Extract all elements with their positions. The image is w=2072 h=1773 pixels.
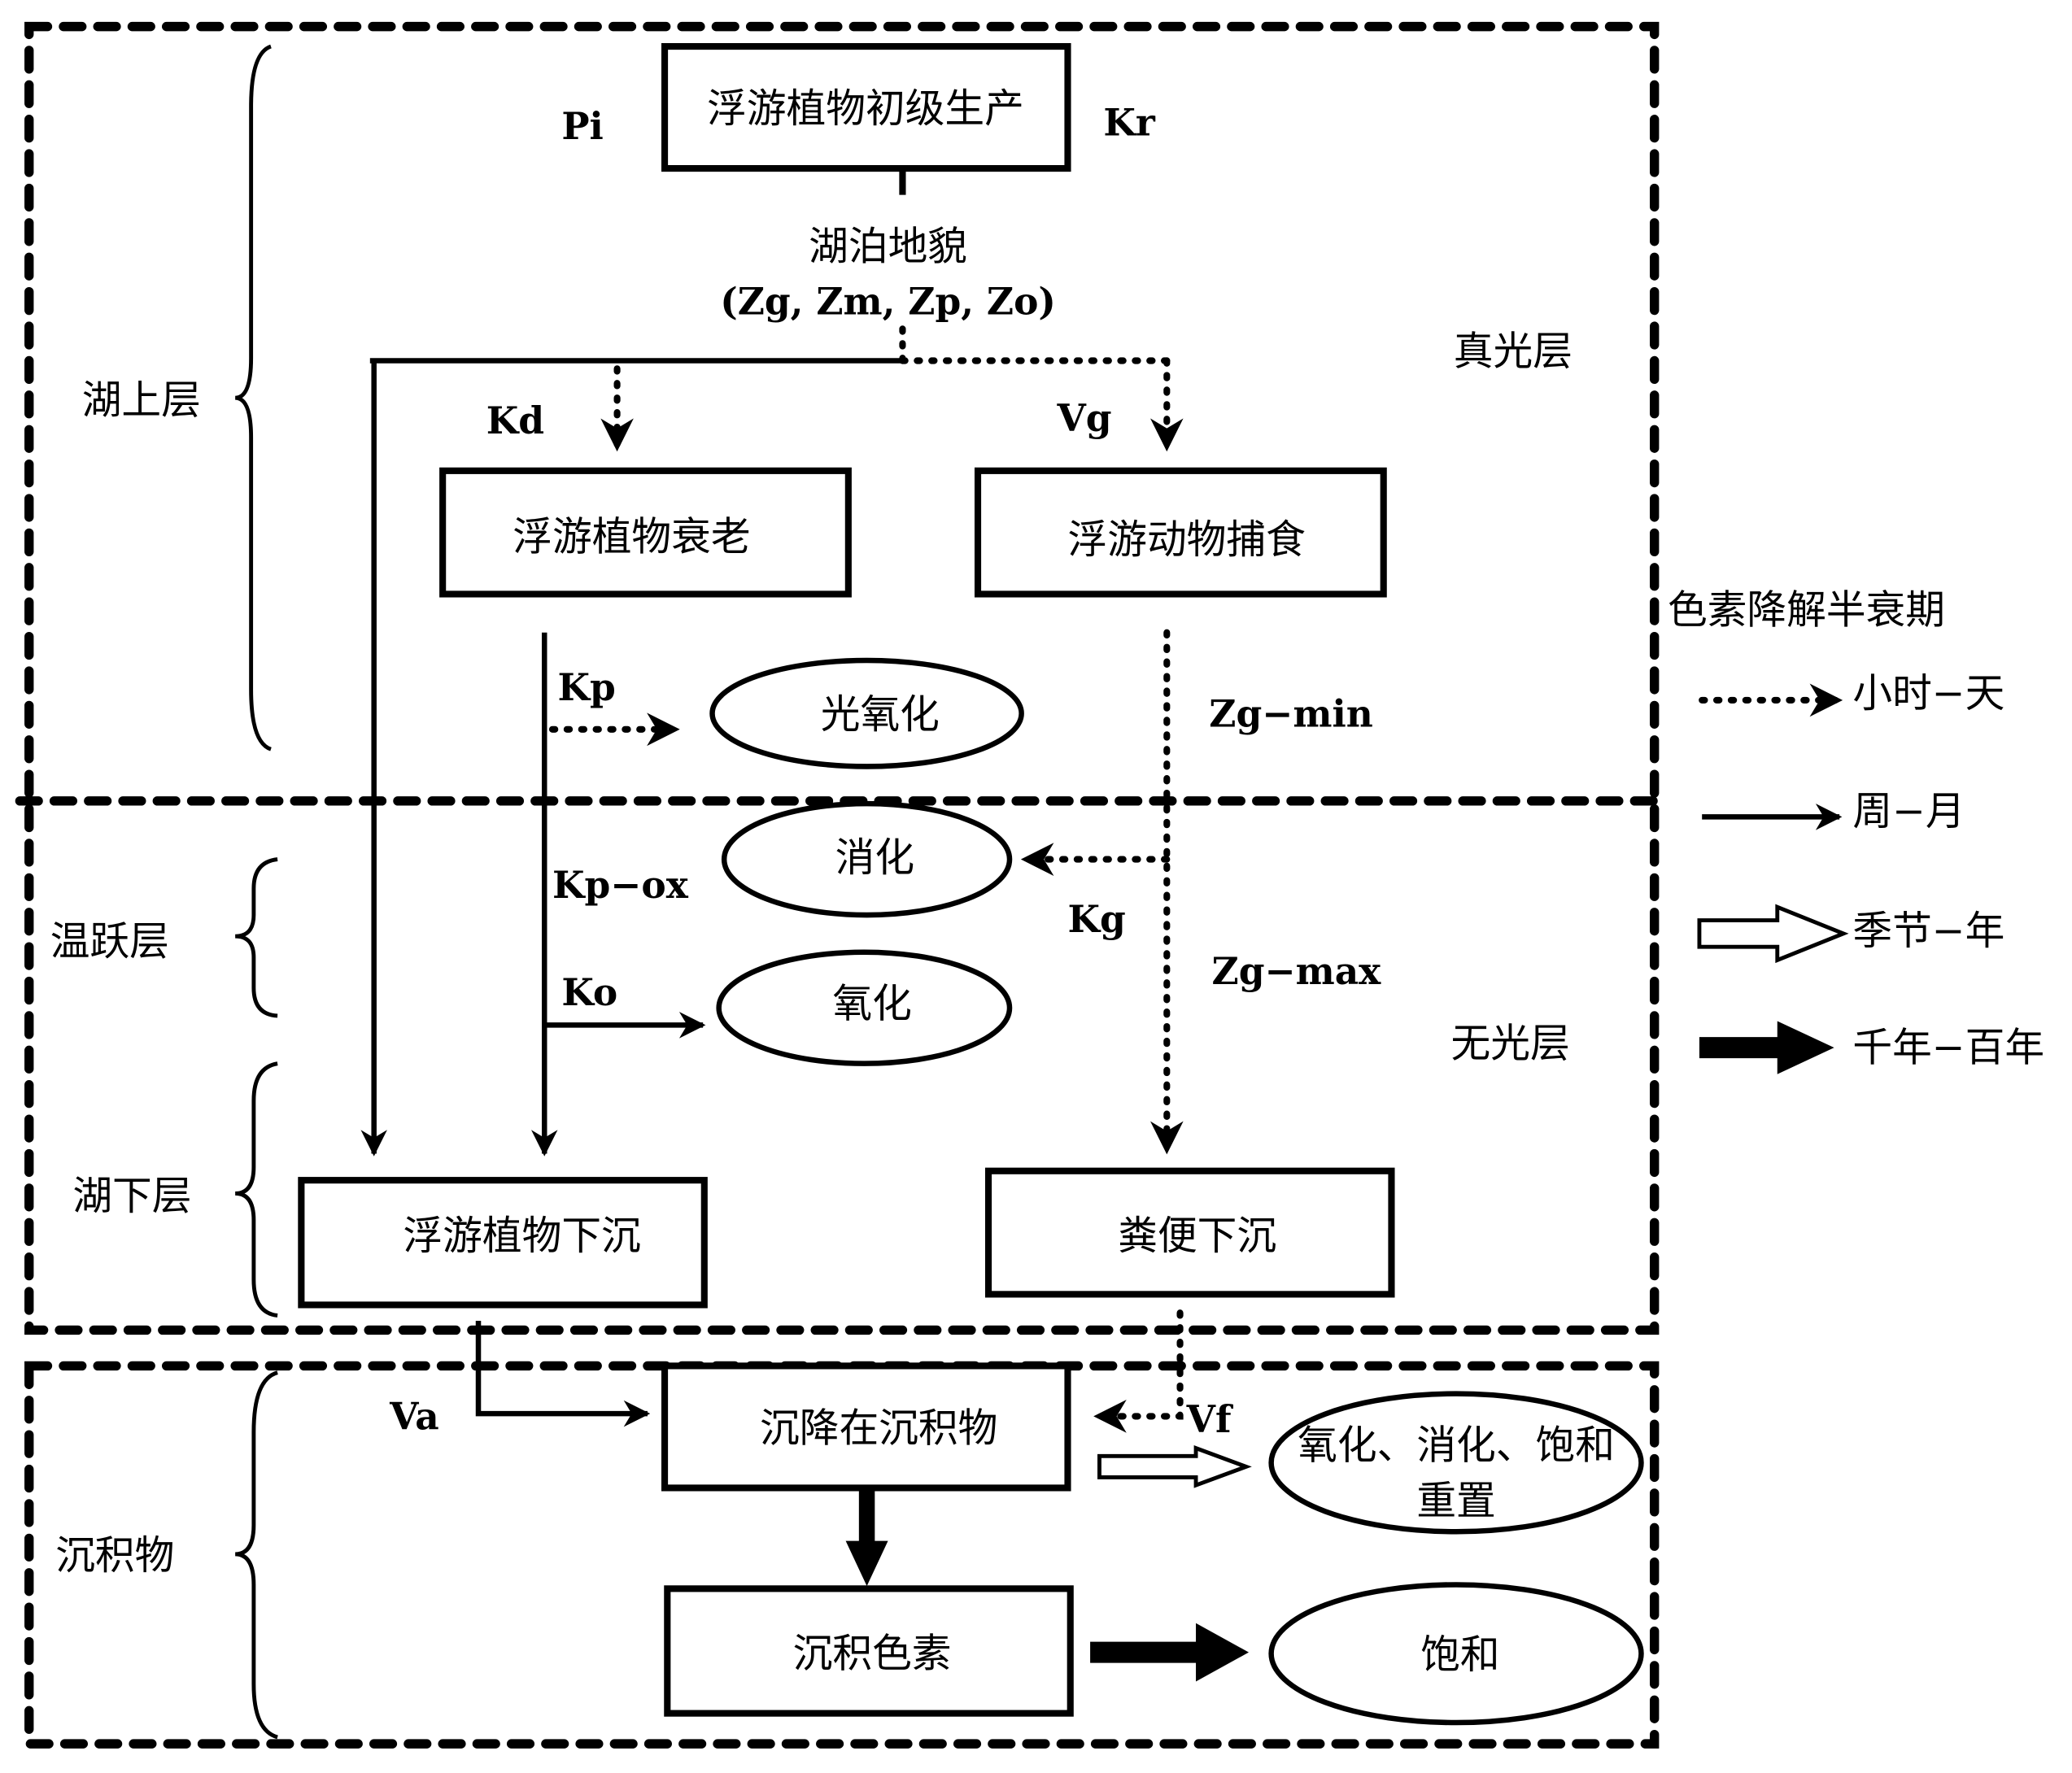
zone-thermocline: 温跃层 <box>50 918 169 965</box>
box-deposited <box>661 1362 1071 1492</box>
legend: 色素降解半衰期 小时−天 周−月 季节−年 千年−百年 <box>1668 586 2044 1074</box>
legend-title: 色素降解半衰期 <box>1668 586 1945 633</box>
box-zooplankton-grazing <box>974 467 1387 598</box>
legend-item-label: 千年−百年 <box>1852 1024 2044 1070</box>
arrow-va <box>475 1320 651 1427</box>
zone-hypolimnion: 湖下层 <box>72 1173 191 1219</box>
legend-item-label: 小时−天 <box>1852 670 2004 717</box>
box-zooplankton-grazing-label: 浮游动物捕食 <box>1068 516 1306 563</box>
legend-item-label: 周−月 <box>1852 788 1965 834</box>
label-kd: Kd <box>486 399 544 442</box>
ellipse-saturation-label: 饱和 <box>1420 1631 1499 1678</box>
arrow-vf <box>1093 1309 1184 1433</box>
ellipse-saturation <box>1268 1582 1644 1726</box>
bold-down-arrow-icon <box>845 1488 888 1587</box>
ellipse-sediment-processes-line2: 重置 <box>1416 1478 1495 1524</box>
box-senescence-label: 浮游植物衰老 <box>513 514 750 560</box>
box-primary-production-label: 浮游植物初级生产 <box>707 85 1024 132</box>
legend-hollow-arrow-icon <box>1697 904 1849 964</box>
bold-right-arrow-icon <box>1090 1623 1250 1682</box>
thermocline-brace <box>234 857 278 1018</box>
box-fecal-sinking <box>984 1167 1395 1298</box>
hollow-arrow-icon <box>1097 1445 1252 1488</box>
ellipse-digestion-label: 消化 <box>835 834 914 881</box>
box-phyto-sinking <box>298 1177 708 1309</box>
zone-euphotic: 真光层 <box>1454 328 1573 374</box>
zone-aphotic: 无光层 <box>1451 1020 1570 1066</box>
ellipse-oxidation-label: 氧化 <box>832 981 911 1027</box>
ellipse-sediment-processes <box>1268 1391 1644 1535</box>
box-primary-production <box>661 42 1071 172</box>
label-ko: Ko <box>561 970 617 1014</box>
label-kr: Kr <box>1103 100 1155 144</box>
box-senescence <box>439 467 852 598</box>
zone-epilimnion: 湖上层 <box>82 377 201 424</box>
label-zg-min: Zg−min <box>1209 691 1372 735</box>
label-vf: Vf <box>1186 1397 1234 1441</box>
label-va: Va <box>389 1395 439 1439</box>
hypolimnion-brace <box>234 1061 278 1318</box>
legend-item-label: 季节−年 <box>1852 908 2004 954</box>
sediment-brace <box>234 1370 278 1740</box>
ellipse-digestion <box>721 800 1013 918</box>
box-phyto-sinking-label: 浮游植物下沉 <box>403 1213 640 1259</box>
box-sediment-pigment-label: 沉积色素 <box>793 1630 952 1676</box>
water-column-border <box>24 21 1660 1335</box>
epilimnion-brace <box>234 44 272 751</box>
label-zg-max: Zg−max <box>1212 949 1382 993</box>
legend-bold-arrow-icon <box>1699 1021 1834 1074</box>
label-kg: Kg <box>1067 897 1125 941</box>
label-kp: Kp <box>557 665 615 709</box>
label-kp-ox: Kp−ox <box>552 863 689 907</box>
label-pi: Pi <box>561 104 603 148</box>
sediment-border <box>24 1361 1660 1749</box>
ellipse-photo-oxidation-label: 光氧化 <box>821 691 940 738</box>
label-vg: Vg <box>1056 396 1111 440</box>
box-fecal-sinking-label: 粪便下沉 <box>1118 1213 1276 1259</box>
box-sediment-pigment <box>664 1585 1074 1717</box>
ellipse-oxidation <box>716 949 1013 1066</box>
ellipse-sediment-processes-line1: 氧化、消化、饱和 <box>1298 1422 1615 1468</box>
ellipse-photo-oxidation <box>709 657 1024 769</box>
box-deposited-label: 沉降在沉积物 <box>760 1405 997 1451</box>
morphometry-params: (Zg, Zm, Zp, Zo) <box>720 279 1056 323</box>
zone-sediment: 沉积物 <box>55 1532 174 1579</box>
morphometry-title: 湖泊地貌 <box>809 223 967 269</box>
